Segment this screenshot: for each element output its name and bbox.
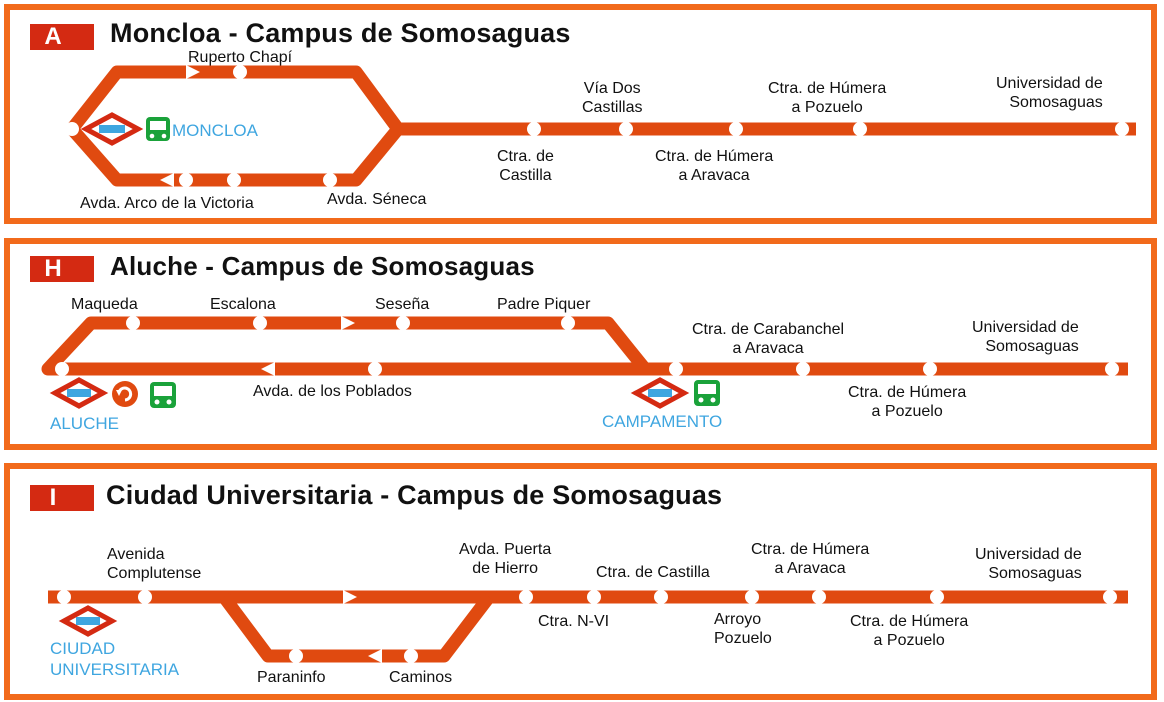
- route-i-loop: [218, 593, 495, 663]
- stop-label-ctra-castilla: Ctra. de Castilla: [497, 148, 554, 184]
- route-h-loop: [41, 316, 652, 376]
- direction-arrow-icon: [368, 649, 382, 663]
- stop-icon: [654, 590, 668, 604]
- stop-icon: [233, 65, 247, 79]
- stop-icon: [138, 590, 152, 604]
- route-i-title: Ciudad Universitaria - Campus de Somosag…: [106, 480, 723, 510]
- stop-label-carabanchel: Ctra. de Carabanchel a Aravaca: [692, 321, 845, 357]
- stop-icon: [1115, 122, 1129, 136]
- stop-icon: [179, 173, 193, 187]
- stop-label-caminos: Caminos: [389, 669, 453, 686]
- route-h-panel: [4, 238, 1157, 450]
- stop-label-n6: Ctra. N-VI: [538, 613, 610, 630]
- stop-label-universidad: Universidad de Somosaguas: [996, 75, 1103, 111]
- route-i-stops: [57, 590, 1117, 663]
- stop-label-ruperto: Ruperto Chapí: [188, 49, 293, 66]
- stop-icon: [729, 122, 743, 136]
- stop-icon: [1105, 362, 1119, 376]
- route-a-stops: [65, 65, 1129, 187]
- stop-icon: [812, 590, 826, 604]
- campamento-station-label: CAMPAMENTO: [602, 412, 723, 431]
- stop-label-via-dos: Vía Dos Castillas: [582, 80, 643, 116]
- route-a-title: Moncloa - Campus de Somosaguas: [110, 18, 571, 48]
- stop-label-humera-pozuelo-h: Ctra. de Húmera a Pozuelo: [848, 384, 967, 420]
- stop-label-maqueda: Maqueda: [71, 296, 138, 313]
- stop-icon: [126, 316, 140, 330]
- bus-icon: [146, 117, 170, 141]
- ciudad-universitaria-station-label: CIUDAD UNIVERSITARIA: [50, 639, 180, 679]
- stop-label-humera-aravaca: Ctra. de Húmera a Aravaca: [655, 148, 774, 184]
- stop-label-puerta-hierro: Avda. Puerta de Hierro: [459, 541, 552, 577]
- stop-icon: [404, 649, 418, 663]
- stop-label-humera-aravaca-i: Ctra. de Húmera a Aravaca: [751, 541, 870, 577]
- route-h-stops: [55, 316, 1119, 376]
- direction-arrow-icon: [160, 173, 174, 187]
- stop-icon: [289, 649, 303, 663]
- bus-icon: [150, 382, 176, 408]
- stop-icon: [587, 590, 601, 604]
- metro-logo-icon: [49, 377, 109, 409]
- stop-icon: [57, 590, 71, 604]
- stop-label-sesena: Seseña: [375, 296, 430, 313]
- stop-icon: [1103, 590, 1117, 604]
- stop-label-arco: Avda. Arco de la Victoria: [80, 195, 254, 212]
- metro-logo-icon: [630, 377, 690, 409]
- stop-icon: [323, 173, 337, 187]
- stop-label-universidad-i: Universidad de Somosaguas: [975, 546, 1082, 582]
- aluche-station-label: ALUCHE: [50, 414, 119, 433]
- direction-arrow-icon: [186, 65, 200, 79]
- stop-icon: [669, 362, 683, 376]
- stop-icon: [227, 173, 241, 187]
- stop-label-poblados: Avda. de los Poblados: [253, 383, 412, 400]
- stop-icon: [561, 316, 575, 330]
- stop-icon: [65, 122, 79, 136]
- stop-icon: [55, 362, 69, 376]
- stop-icon: [923, 362, 937, 376]
- stop-label-castilla-i: Ctra. de Castilla: [596, 564, 710, 581]
- stop-icon: [745, 590, 759, 604]
- moncloa-station-label: MONCLOA: [172, 121, 258, 140]
- metro-logo-icon: [80, 112, 144, 146]
- stop-icon: [853, 122, 867, 136]
- route-a-badge: A: [30, 24, 94, 50]
- stop-label-humera-pozuelo-i: Ctra. de Húmera a Pozuelo: [850, 613, 969, 649]
- stop-label-universidad-h: Universidad de Somosaguas: [972, 319, 1079, 355]
- route-i-badge: I: [30, 485, 94, 511]
- direction-arrow-icon: [343, 590, 357, 604]
- stop-icon: [930, 590, 944, 604]
- stop-label-escalona: Escalona: [210, 296, 276, 313]
- metro-logo-icon: [58, 605, 118, 637]
- stop-icon: [368, 362, 382, 376]
- stop-icon: [253, 316, 267, 330]
- stop-icon: [796, 362, 810, 376]
- stop-label-avenida-complutense: Avenida Complutense: [107, 546, 202, 582]
- route-i-panel: [4, 463, 1157, 700]
- bus-icon: [694, 380, 720, 406]
- stop-icon: [527, 122, 541, 136]
- route-h-badge: H: [30, 256, 94, 282]
- route-h-title: Aluche - Campus de Somosaguas: [110, 251, 535, 281]
- stop-label-padre-piquer: Padre Piquer: [497, 296, 591, 313]
- stop-icon: [519, 590, 533, 604]
- interchange-icon: [112, 381, 138, 407]
- stop-label-seneca: Avda. Séneca: [327, 191, 427, 208]
- stop-icon: [396, 316, 410, 330]
- stop-icon: [619, 122, 633, 136]
- stop-label-arroyo-pozuelo: Arroyo Pozuelo: [714, 611, 772, 647]
- route-a-panel: [4, 4, 1157, 224]
- direction-arrow-icon: [261, 362, 275, 376]
- stop-label-paraninfo: Paraninfo: [257, 669, 326, 686]
- stop-label-humera-pozuelo: Ctra. de Húmera a Pozuelo: [768, 80, 887, 116]
- direction-arrow-icon: [341, 316, 355, 330]
